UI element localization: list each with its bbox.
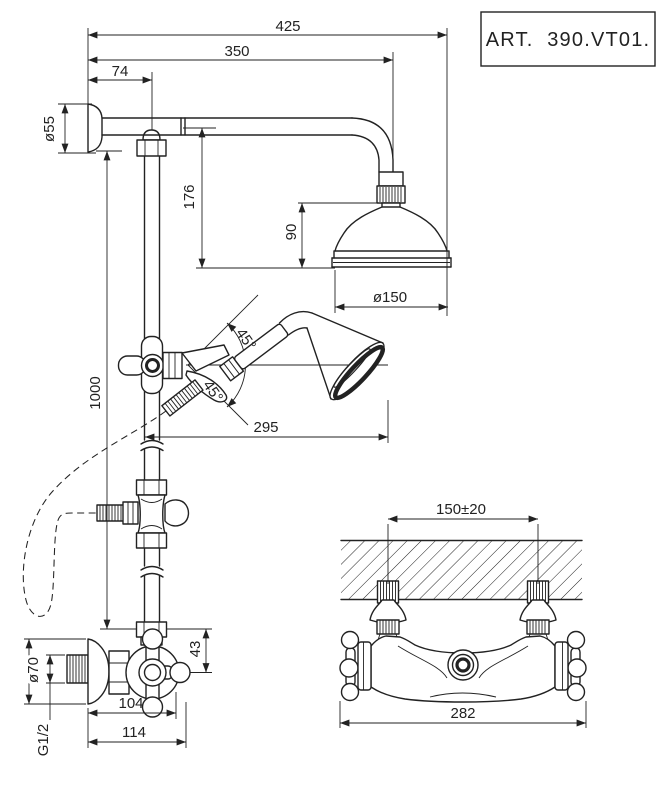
mixer-front-handle-right [554, 630, 587, 702]
diverter-connector [122, 479, 190, 549]
bracket-cone-holder [181, 344, 230, 372]
dim-114: 114 [87, 724, 187, 746]
bracket-block [162, 351, 183, 380]
riser-cross-handle-hub [140, 353, 165, 378]
hose-guard-upper [161, 379, 204, 417]
dim-350: 350 [87, 43, 394, 64]
dim-90-label: 90 [283, 224, 300, 241]
dim-70-label: ø70 [25, 657, 42, 683]
hand-shower-bracket [117, 335, 230, 403]
dim-43-label: 43 [187, 641, 204, 658]
dim-rosette-diameter: ø70 [22, 638, 45, 705]
dim-1000: 1000 [87, 150, 111, 630]
mixer-handle-ball-front [169, 661, 191, 684]
inlet-assembly-left [369, 580, 407, 641]
dim-282-label: 282 [450, 705, 475, 722]
dim-176-label: 176 [181, 184, 198, 209]
dim-425: 425 [87, 18, 448, 39]
dim-inlet-spacing: 150±20 [387, 501, 539, 523]
dim-43: 43 [187, 628, 210, 673]
riser-tee-nut [136, 139, 167, 157]
dim-282: 282 [339, 705, 587, 727]
title-block: ART. 390.VT01. [480, 11, 656, 67]
dim-350-label: 350 [224, 43, 249, 60]
dim-thread: G1/2 [35, 654, 54, 757]
dim-74: 74 [87, 63, 153, 84]
diverter-side-port [122, 501, 139, 525]
overhead-shower-head [331, 206, 452, 268]
dim-head-diameter: ø150 [334, 289, 449, 311]
inlet-union [376, 619, 400, 635]
shower-hose [22, 410, 167, 617]
hand-shower-grip [233, 323, 289, 370]
mixer-front-handle-left [339, 630, 372, 702]
article-number: ART. 390.VT01. [486, 29, 651, 51]
dim-104-label: 104 [118, 695, 143, 712]
diverter-knob [164, 499, 190, 527]
riser-pipe [136, 129, 167, 623]
mixer-handle-ball-top [141, 628, 164, 650]
dim-g12-label: G1/2 [35, 724, 52, 757]
wall-flange [87, 103, 103, 153]
dim-1000-label: 1000 [87, 376, 104, 409]
mixer-rosette-side [87, 638, 110, 705]
hand-shower [219, 310, 386, 401]
dim-150-label: ø150 [373, 289, 407, 306]
shower-arm [101, 117, 406, 208]
dim-295-label: 295 [253, 419, 278, 436]
dim-90: 90 [283, 202, 306, 269]
head-connector-nut [378, 171, 404, 187]
dim-150pm-label: 150±20 [436, 501, 486, 518]
dim-74-label: 74 [112, 63, 129, 80]
dim-295: 295 [144, 419, 389, 441]
hose-guard-lower [96, 504, 125, 522]
dim-425-label: 425 [275, 18, 300, 35]
dim-55-label: ø55 [41, 116, 58, 142]
dim-176: 176 [181, 127, 206, 269]
dim-114-label: 114 [122, 724, 146, 741]
mixer-front-view [339, 539, 587, 703]
dim-104: 104 [87, 695, 177, 717]
dim-flange-diameter: ø55 [41, 103, 69, 154]
mixer-handle-ball-bottom [141, 696, 164, 718]
dimension-extension-lines [24, 28, 587, 748]
mixer-handle-hub-side [138, 658, 167, 687]
